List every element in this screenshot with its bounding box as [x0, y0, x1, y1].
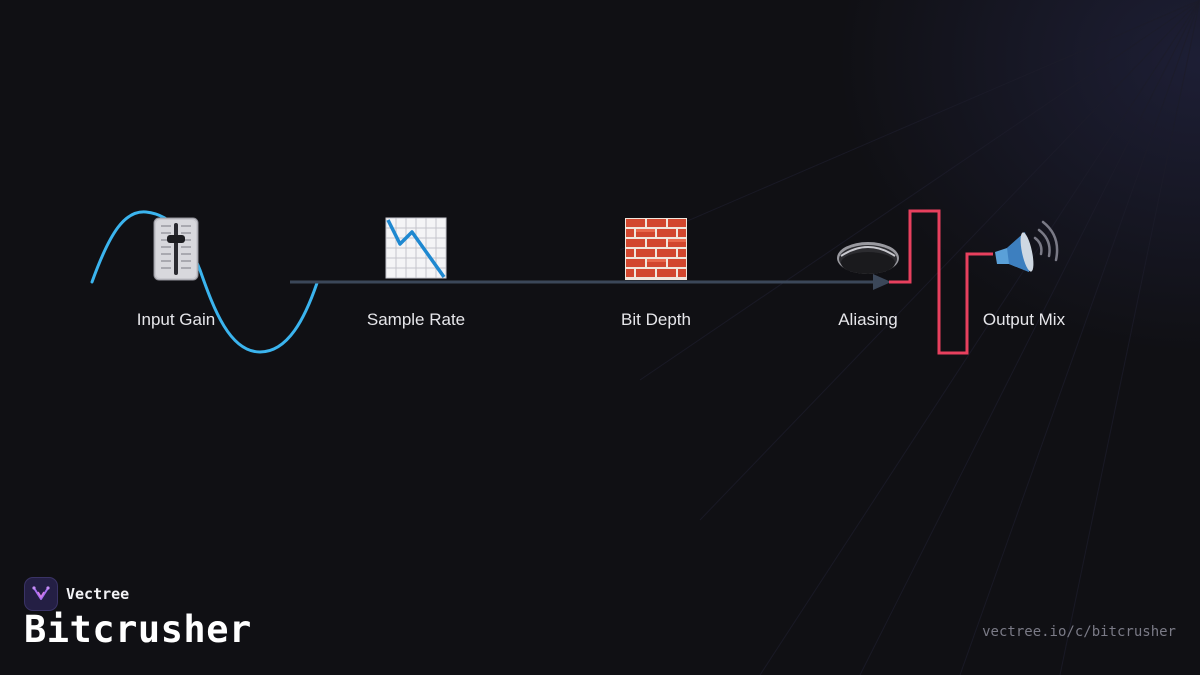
node-label-bit-depth: Bit Depth — [621, 310, 691, 329]
brick-icon — [625, 218, 687, 280]
node-aliasing: Aliasing — [788, 214, 948, 330]
speaker-high-volume-icon — [995, 220, 1059, 272]
node-bit-depth: Bit Depth — [576, 214, 736, 330]
page-title: Bitcrusher — [24, 608, 252, 651]
sine-wave-decoration — [90, 210, 319, 354]
node-label-aliasing: Aliasing — [838, 310, 898, 329]
brand: Vectree — [24, 577, 129, 611]
node-label-sample-rate: Sample Rate — [366, 310, 466, 329]
node-output-mix: Output Mix — [944, 214, 1104, 330]
node-label-input-gain: Input Gain — [136, 310, 216, 329]
source-url[interactable]: vectree.io/c/bitcrusher — [982, 624, 1176, 640]
node-sample-rate: Sample Rate — [336, 214, 496, 330]
chart-decreasing-icon — [385, 217, 447, 279]
brand-name: Vectree — [66, 585, 130, 603]
hole-icon — [837, 242, 899, 274]
connector-arrowhead — [873, 274, 891, 290]
level-slider-icon — [153, 217, 199, 281]
node-input-gain: Input Gain — [96, 214, 256, 330]
square-wave-decoration — [889, 209, 993, 355]
node-label-output-mix: Output Mix — [982, 310, 1066, 329]
vectree-logo-icon — [24, 577, 58, 611]
